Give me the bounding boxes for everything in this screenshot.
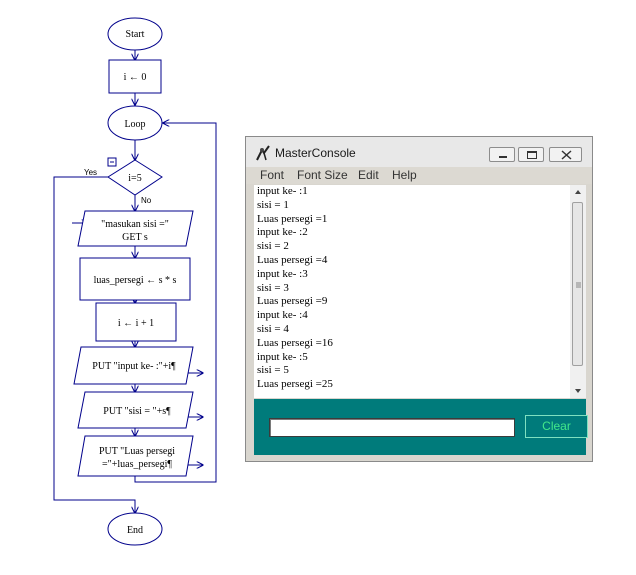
output-line: input ke- :3 <box>257 267 308 280</box>
decision-label: i=5 <box>128 173 141 184</box>
menu-edit[interactable]: Edit <box>358 168 379 182</box>
init-label: i ← 0 <box>124 72 147 83</box>
init-process: i ← 0 <box>108 59 162 94</box>
calc-label: luas_persegi ← s * s <box>94 275 177 286</box>
put3-line2: ="+luas_persegi¶ <box>102 459 172 470</box>
title-bar[interactable]: MasterConsole <box>246 137 592 167</box>
output-line: input ke- :2 <box>257 226 308 239</box>
input-line2: GET s <box>122 232 148 243</box>
maximize-icon <box>527 151 537 159</box>
output-line: sisi = 2 <box>257 240 289 253</box>
minimize-button[interactable] <box>489 147 515 162</box>
start-terminal: Start <box>107 17 163 51</box>
incr-label: i ← i + 1 <box>118 318 154 329</box>
put-sisi-output: PUT "sisi = "+s¶ <box>77 391 194 429</box>
output-lines: input ke- :1 sisi = 1 Luas persegi =1 in… <box>257 185 333 392</box>
menu-font-size[interactable]: Font Size <box>297 168 348 182</box>
scroll-up-icon[interactable] <box>570 185 586 199</box>
start-label: Start <box>126 29 145 40</box>
put-input-output: PUT "input ke- :"+i¶ <box>73 346 194 385</box>
output-line: sisi = 4 <box>257 322 289 335</box>
close-button[interactable] <box>549 147 582 162</box>
output-line: Luas persegi =4 <box>257 253 328 266</box>
no-label: No <box>141 196 152 205</box>
menu-font[interactable]: Font <box>260 168 285 182</box>
output-line: Luas persegi =1 <box>257 212 328 225</box>
input-panel: Clear <box>254 399 588 455</box>
loop-label: Loop <box>124 119 145 130</box>
input-line1: "masukan sisi =" <box>101 219 169 230</box>
output-line: input ke- :4 <box>257 309 308 322</box>
calc-process: luas_persegi ← s * s <box>79 257 191 301</box>
output-line: input ke- :5 <box>257 350 308 363</box>
end-terminal: End <box>107 512 163 546</box>
end-label: End <box>127 525 143 536</box>
put1-label: PUT "input ke- :"+i¶ <box>92 361 176 372</box>
master-console-window: MasterConsole Font Font Size Edit Help i… <box>245 136 593 462</box>
vertical-scrollbar[interactable] <box>570 185 586 398</box>
minimize-icon <box>499 156 507 158</box>
menu-help[interactable]: Help <box>392 168 417 182</box>
window-title: MasterConsole <box>275 146 356 160</box>
clear-button[interactable]: Clear <box>525 415 588 438</box>
menu-bar: Font Font Size Edit Help <box>246 167 592 184</box>
console-output[interactable]: input ke- :1 sisi = 1 Luas persegi =1 in… <box>254 185 586 398</box>
put-luas-output: PUT "Luas persegi ="+luas_persegi¶ <box>77 435 194 477</box>
console-input[interactable] <box>269 418 515 437</box>
put2-label: PUT "sisi = "+s¶ <box>103 406 171 417</box>
loop-node: Loop <box>107 105 163 141</box>
grip-icon <box>576 282 581 288</box>
output-line: sisi = 1 <box>257 198 289 211</box>
decision-diamond: i=5 <box>107 159 163 196</box>
app-logo-icon <box>256 145 270 161</box>
put3-line1: PUT "Luas persegi <box>99 446 175 457</box>
output-line: Luas persegi =25 <box>257 378 333 391</box>
yes-label: Yes <box>84 168 97 177</box>
output-line: Luas persegi =16 <box>257 336 333 349</box>
collapse-box-icon[interactable] <box>107 157 117 167</box>
output-line: input ke- :1 <box>257 185 308 197</box>
scroll-thumb[interactable] <box>572 202 583 366</box>
output-line: sisi = 3 <box>257 281 289 294</box>
output-line: sisi = 5 <box>257 364 289 377</box>
increment-process: i ← i + 1 <box>95 302 177 342</box>
output-line: Luas persegi =9 <box>257 295 328 308</box>
close-icon <box>561 150 572 160</box>
scroll-down-icon[interactable] <box>570 384 586 398</box>
input-parallelogram: "masukan sisi =" GET s <box>77 210 194 247</box>
maximize-button[interactable] <box>518 147 544 162</box>
flowchart: Start i ← 0 Loop Yes i=5 No "masukan sis… <box>53 17 217 546</box>
